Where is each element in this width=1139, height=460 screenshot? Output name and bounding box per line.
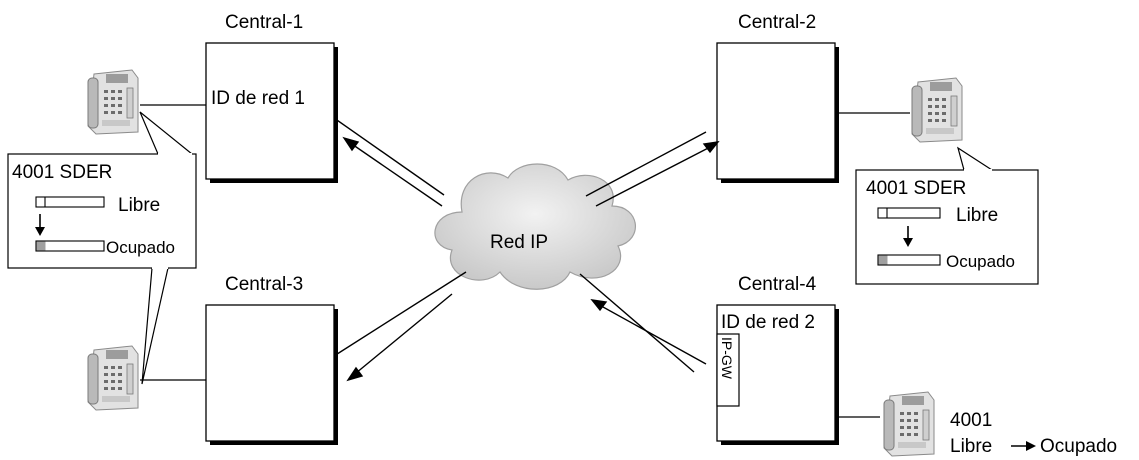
- line-key-busy: [877, 254, 941, 266]
- data-flow-arrows: [333, 117, 720, 382]
- line-key-busy: [35, 240, 105, 252]
- ip-gateway-box: [716, 333, 740, 407]
- line-key-free: [35, 196, 105, 208]
- central-2: Central-2: [716, 12, 839, 183]
- bottom-phone-status: 4001 Libre Ocupado: [950, 410, 1117, 457]
- central-4-title: Central-4: [738, 274, 817, 295]
- central-4: Central-4 ID de red 2 IP-GW: [716, 274, 839, 445]
- line-key-free: [877, 207, 941, 219]
- telephone-icon: [87, 345, 139, 411]
- telephone-icon: [883, 391, 935, 457]
- bottom-phone-extension: 4001: [950, 410, 992, 431]
- bottom-phone-busy-label: Ocupado: [1040, 436, 1117, 457]
- left-callout-free-label: Libre: [118, 195, 160, 216]
- right-arrow-icon: [1011, 441, 1036, 451]
- cloud-icon: Red IP: [434, 163, 636, 290]
- down-arrow-icon: [35, 214, 45, 236]
- down-arrow-icon: [903, 226, 913, 247]
- central-1: Central-1 ID de red 1: [205, 12, 338, 183]
- central-1-network-id: ID de red 1: [211, 88, 305, 109]
- right-callout: 4001 SDER Libre Ocupado: [855, 146, 1039, 285]
- central-4-network-id: ID de red 2: [721, 312, 815, 333]
- central-3-title: Central-3: [225, 274, 303, 295]
- right-callout-free-label: Libre: [956, 205, 998, 226]
- bottom-phone-free-label: Libre: [950, 436, 992, 457]
- ip-gateway-label: IP-GW: [719, 337, 735, 380]
- central-1-title: Central-1: [225, 12, 303, 33]
- central-3: Central-3: [205, 274, 338, 445]
- left-callout: 4001 SDER Libre Ocupado: [7, 111, 197, 385]
- right-callout-busy-label: Ocupado: [946, 252, 1015, 271]
- telephone-icon: [911, 77, 963, 143]
- telephone-icon: [87, 69, 139, 135]
- left-callout-title: 4001 SDER: [12, 162, 112, 183]
- left-callout-busy-label: Ocupado: [106, 238, 175, 257]
- cloud-label: Red IP: [490, 232, 548, 253]
- connection-lines: [140, 104, 910, 418]
- right-callout-title: 4001 SDER: [866, 178, 966, 199]
- central-2-title: Central-2: [738, 12, 816, 33]
